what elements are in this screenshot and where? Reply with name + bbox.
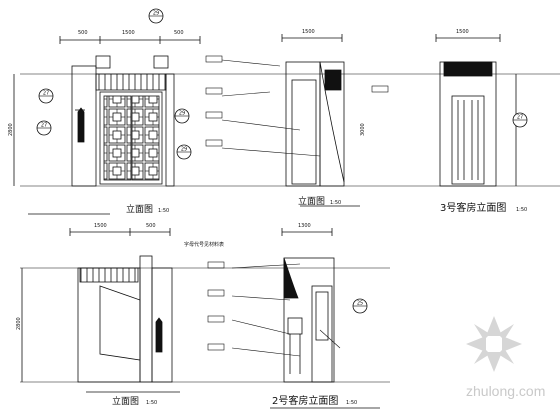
callout-label: 29: [181, 147, 187, 153]
caption-5-scale: 1:50: [346, 400, 357, 406]
caption-1: 立面图 1:50: [126, 203, 169, 215]
note-box: [207, 289, 225, 297]
note-box: [207, 315, 225, 323]
caption-3-scale: 1:50: [516, 207, 527, 213]
caption-2-scale: 1:50: [330, 200, 341, 206]
callout-label: 29: [153, 11, 159, 17]
note-box: [205, 87, 223, 95]
callout-label: 27: [43, 91, 49, 97]
caption-3-title: 3号客房立面图: [440, 201, 506, 214]
dim-top-c: 1500: [456, 29, 469, 35]
elevation-top-mid: [281, 34, 360, 207]
dim-height-2: 2800: [16, 317, 22, 330]
dim-bottom-b: 1300: [298, 223, 311, 229]
caption-1-scale: 1:50: [158, 208, 169, 214]
dim-bottom-a-1: 500: [146, 223, 156, 229]
captions: 立面图 1:50 立面图 1:50 3号客房立面图 1:50 立面图 1:50 …: [112, 195, 527, 407]
note-rows: [205, 55, 389, 351]
caption-4-scale: 1:50: [146, 400, 157, 406]
callouts: 29 29 29 27 27 27 25: [36, 8, 528, 314]
note-box: [205, 55, 223, 63]
callout-label: 25: [357, 301, 363, 307]
caption-2-title: 立面图: [298, 195, 325, 207]
dim-top-a-0: 500: [78, 30, 88, 36]
elevation-top-right: [435, 34, 517, 187]
callout-label: 29: [179, 111, 185, 117]
callout-label: 27: [517, 115, 523, 121]
materials-note: 字母代号见材料表: [184, 241, 224, 248]
caption-5: 2号客房立面图 1:50: [272, 394, 357, 407]
note-box: [205, 139, 223, 147]
caption-2: 立面图 1:50: [298, 195, 341, 207]
leader-lines: [221, 59, 341, 357]
watermark-logo-icon: [466, 316, 522, 372]
caption-1-title: 立面图: [126, 203, 153, 215]
elevation-top-left: [13, 36, 560, 215]
dim-bottom-a-0: 1500: [94, 223, 107, 229]
elevation-bottom-mid: [270, 228, 380, 409]
caption-3: 3号客房立面图 1:50: [440, 201, 527, 214]
caption-4: 立面图 1:50: [112, 395, 157, 407]
caption-5-title: 2号客房立面图: [272, 394, 338, 407]
dim-top-b: 1500: [302, 29, 315, 35]
note-box: [207, 343, 225, 351]
caption-4-title: 立面图: [112, 395, 139, 407]
dim-top-a-1: 1500: [122, 30, 135, 36]
dim-height-0: 2800: [8, 123, 14, 136]
elevation-bottom-left: [20, 228, 390, 393]
note-box: [207, 261, 225, 269]
note-box: [371, 85, 389, 93]
watermark: zhulong.com: [466, 316, 545, 399]
dim-height-1: 3000: [360, 123, 366, 136]
callout-label: 27: [41, 123, 47, 129]
watermark-brand: zhulong.com: [466, 383, 545, 399]
dimension-labels: 500 1500 500 1500 1500 1500 500 1300 280…: [8, 29, 469, 330]
dim-top-a-2: 500: [174, 30, 184, 36]
note-box: [205, 111, 223, 119]
